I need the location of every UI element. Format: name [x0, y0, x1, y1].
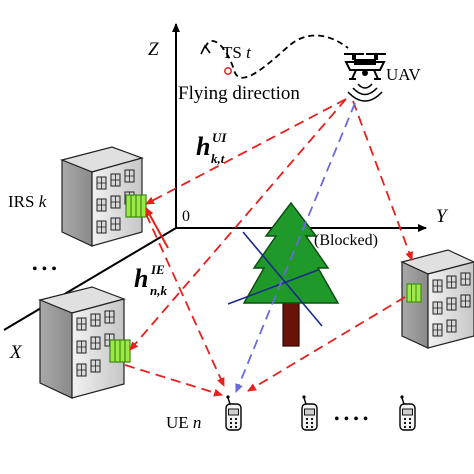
svg-text:UI: UI [212, 130, 227, 145]
trajectory-start-arrow [200, 44, 211, 55]
uav-ue-direct-link [235, 102, 356, 393]
current-position-marker [224, 67, 232, 75]
z-axis-label: Z [148, 39, 159, 60]
irs-panel-2 [109, 339, 131, 363]
more-irs-dots: • • • [32, 261, 57, 278]
ue-phone-icon [225, 394, 242, 431]
channel-irs-ue-label: h IE n,k [134, 262, 167, 298]
uav-label: UAV [386, 65, 421, 84]
svg-text:IE: IE [150, 262, 165, 277]
y-axis-label: Y [436, 206, 449, 227]
tree-icon [242, 201, 340, 347]
blocked-label: (Blocked) [314, 232, 378, 249]
blocked-cross [227, 231, 323, 327]
irs-panel-3 [406, 283, 422, 303]
x-axis-label: X [9, 342, 23, 363]
svg-text:h: h [196, 132, 210, 161]
x-axis [3, 227, 177, 331]
irs-label: IRS k [8, 192, 47, 211]
ue-phone-icon-3 [399, 394, 416, 431]
ue-label: UE n [166, 413, 201, 432]
flying-direction-label: Flying direction [178, 83, 300, 104]
irs-building [60, 146, 144, 247]
signal-waves-icon [347, 83, 383, 102]
uav-irs-links [129, 98, 413, 351]
irs-ue-links [124, 213, 406, 397]
svg-text:k,t: k,t [211, 151, 225, 166]
flight-trajectory [204, 34, 349, 79]
time-slot-label: TS t [222, 43, 252, 62]
svg-text:h: h [134, 264, 148, 293]
irs-incident-arrow [145, 207, 169, 249]
irs-building-2 [38, 286, 126, 399]
irs-panel [125, 194, 147, 218]
uav-icon [344, 53, 386, 80]
more-ue-dots: • • • • [334, 411, 368, 428]
origin-label: 0 [182, 208, 190, 225]
ue-phone-icon-2 [301, 394, 318, 431]
channel-uav-irs-label: h UI k,t [196, 130, 227, 166]
svg-text:n,k: n,k [150, 283, 167, 298]
